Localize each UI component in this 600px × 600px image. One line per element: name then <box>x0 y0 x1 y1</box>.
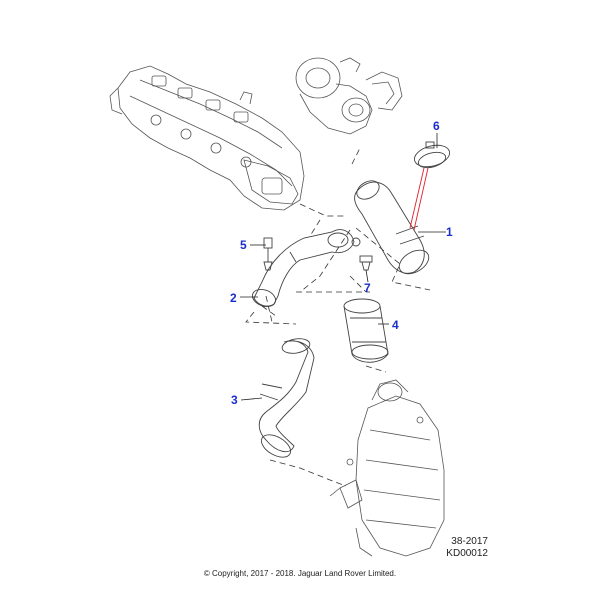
highlight-lines <box>409 167 429 231</box>
intake-manifold <box>109 65 305 211</box>
callout-2: 2 <box>230 291 237 305</box>
intercooler <box>329 379 445 557</box>
part-4-hose-connector <box>343 298 389 363</box>
callout-7: 7 <box>364 281 371 295</box>
turbocharger <box>295 57 403 135</box>
diagram-date-code: 38-2017 <box>451 536 488 547</box>
part-1-intercooler-inlet-hose <box>354 180 430 275</box>
part-2-outlet-pipe <box>251 229 361 308</box>
part-5-sensor <box>263 237 273 271</box>
part-7-bolt <box>359 255 373 271</box>
callout-3: 3 <box>231 393 238 407</box>
diagram-reference-code: KD00012 <box>446 548 488 559</box>
callout-5: 5 <box>240 238 247 252</box>
part-6-hose-clamp <box>413 141 451 169</box>
callout-6: 6 <box>433 119 440 133</box>
callout-1: 1 <box>446 225 453 239</box>
callout-leaders <box>240 133 446 401</box>
part-3-lower-hose <box>258 338 315 458</box>
callout-4: 4 <box>392 318 399 332</box>
copyright-notice: © Copyright, 2017 - 2018. Jaguar Land Ro… <box>203 569 397 578</box>
assembly-lines <box>245 147 431 487</box>
